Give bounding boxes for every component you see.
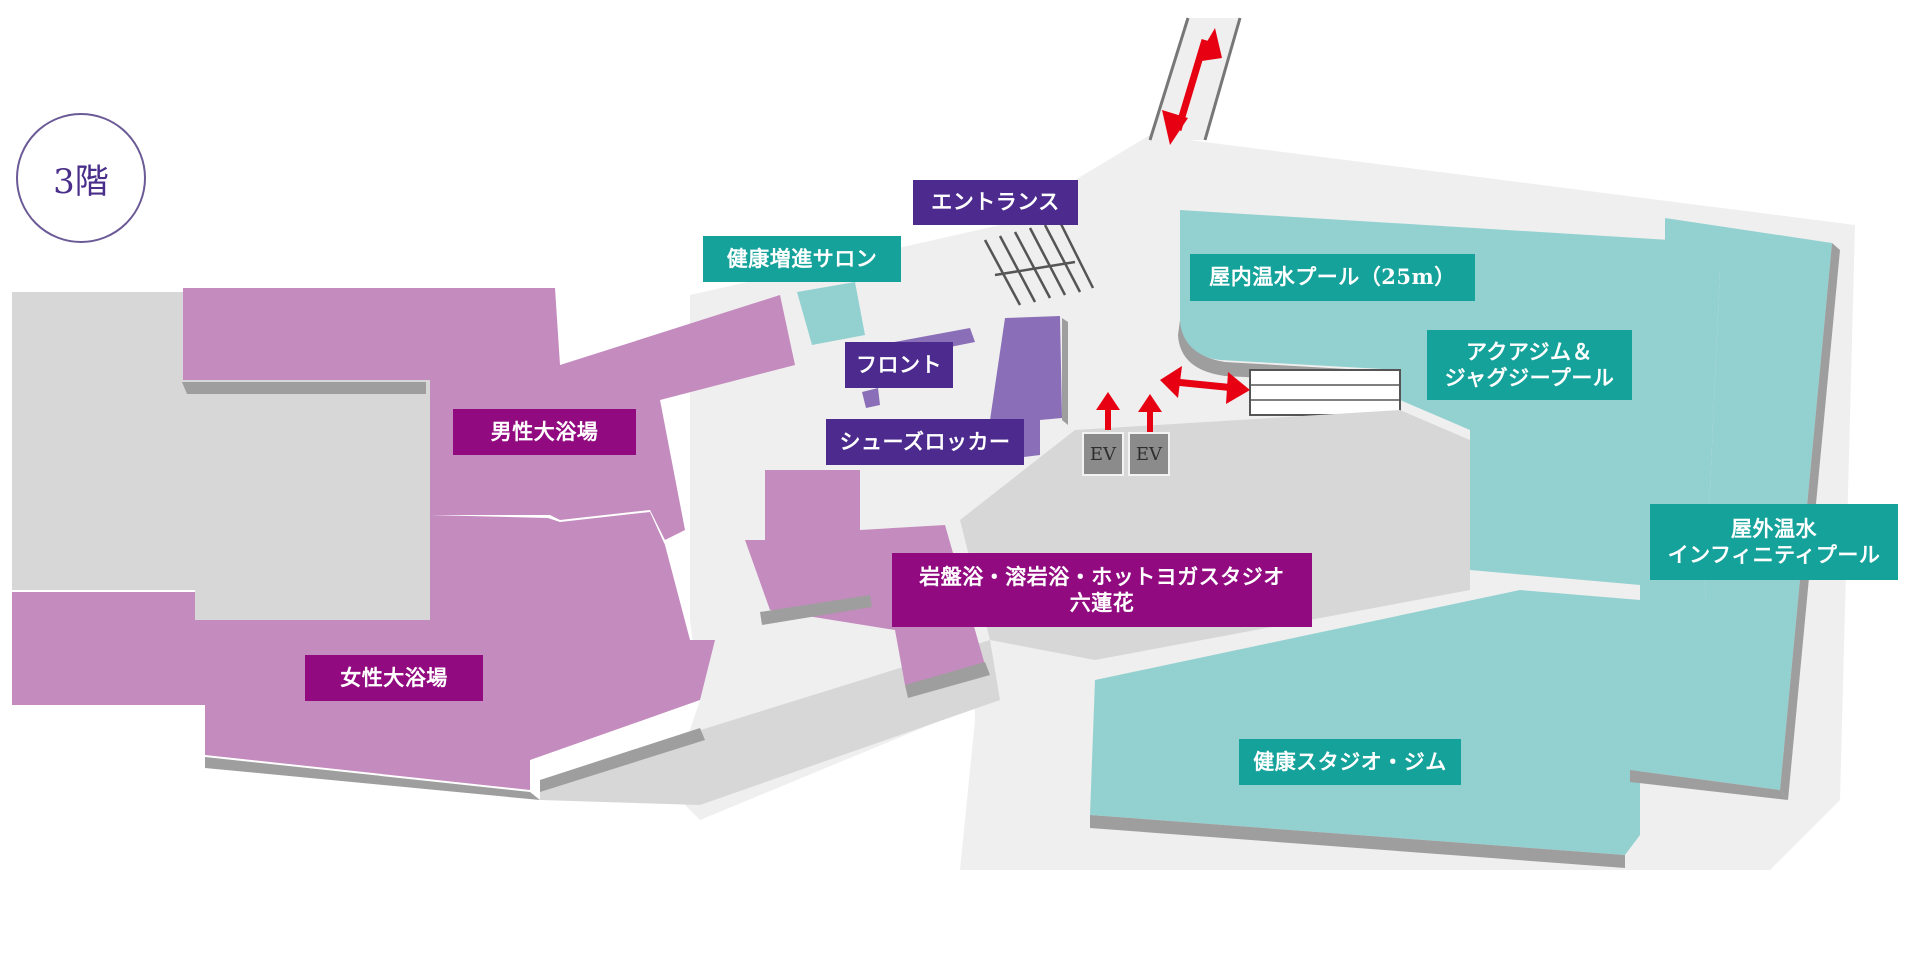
walkway-edge <box>1203 17 1242 141</box>
west-block <box>12 292 430 620</box>
label-shoe-locker[interactable]: シューズロッカー <box>826 419 1024 465</box>
ev-up-arrows <box>1096 392 1162 432</box>
label-text: 健康スタジオ・ジム <box>1253 748 1447 774</box>
indoor-pool-area <box>1180 210 1720 600</box>
label-mens-bath[interactable]: 男性大浴場 <box>453 409 636 455</box>
outdoor-pool-shadow-bottom <box>1630 770 1788 800</box>
elevator-2: EV <box>1128 432 1170 476</box>
elevator-1: EV <box>1082 432 1124 476</box>
floor-label: 3階 <box>53 161 109 202</box>
ganban-shadow-2 <box>905 662 990 698</box>
label-text-line2: 六蓮花 <box>1069 590 1135 615</box>
label-text-line1: 岩盤浴・溶岩浴・ホットヨガスタジオ <box>919 563 1285 589</box>
label-text: 男性大浴場 <box>490 418 599 444</box>
label-front-desk[interactable]: フロント <box>845 342 953 388</box>
west-block-shadow <box>182 382 426 394</box>
label-text: 屋内温水プール（25m） <box>1209 264 1456 290</box>
label-ganban-bath[interactable]: 岩盤浴・溶岩浴・ホットヨガスタジオ 六蓮花 <box>892 553 1312 627</box>
label-text-line2: ジャグジープール <box>1444 365 1615 390</box>
entrance-mat <box>983 221 1095 306</box>
label-text: エントランス <box>931 189 1060 215</box>
ganban-bath-area <box>745 470 985 685</box>
label-aqua-gym-jacuzzi[interactable]: アクアジム＆ ジャグジープール <box>1427 330 1632 400</box>
health-studio-area <box>1090 590 1640 855</box>
elevator-label: EV <box>1135 443 1163 465</box>
label-entrance[interactable]: エントランス <box>913 180 1078 225</box>
label-text-line2: インフィニティプール <box>1667 542 1881 567</box>
label-text-line1: 屋外温水 <box>1731 515 1817 541</box>
womens-bath-shadow <box>205 757 540 800</box>
label-text: 女性大浴場 <box>340 664 448 690</box>
label-text-line1: アクアジム＆ <box>1465 338 1594 364</box>
ganban-shadow <box>760 595 872 625</box>
label-text: 健康増進サロン <box>726 245 878 271</box>
label-text: フロント <box>856 351 942 377</box>
womens-bath-area <box>12 512 715 790</box>
indoor-pool-shadow <box>1178 320 1400 385</box>
health-salon-area <box>797 282 865 345</box>
elevator-label: EV <box>1089 443 1117 465</box>
bath-shadow-south <box>540 728 705 792</box>
health-studio-shadow <box>1090 815 1625 868</box>
label-health-studio-gym[interactable]: 健康スタジオ・ジム <box>1239 739 1461 785</box>
walkway-edge <box>1148 17 1190 141</box>
pool-ramp-grid <box>1249 369 1401 416</box>
label-text: シューズロッカー <box>839 428 1011 454</box>
floor-indicator-badge: 3階 <box>16 113 146 243</box>
label-indoor-pool[interactable]: 屋内温水プール（25m） <box>1190 254 1475 301</box>
front-desk-end <box>862 388 880 408</box>
label-womens-bath[interactable]: 女性大浴場 <box>305 655 483 701</box>
entrance-arrow <box>1162 28 1222 145</box>
corridor-south <box>540 640 1000 805</box>
label-health-salon[interactable]: 健康増進サロン <box>703 236 901 282</box>
corridor-central <box>670 135 1150 820</box>
label-outdoor-infinity-pool[interactable]: 屋外温水 インフィニティプール <box>1650 504 1898 580</box>
shoe-locker-shadow <box>1062 318 1068 425</box>
pool-access-arrow <box>1160 366 1250 404</box>
